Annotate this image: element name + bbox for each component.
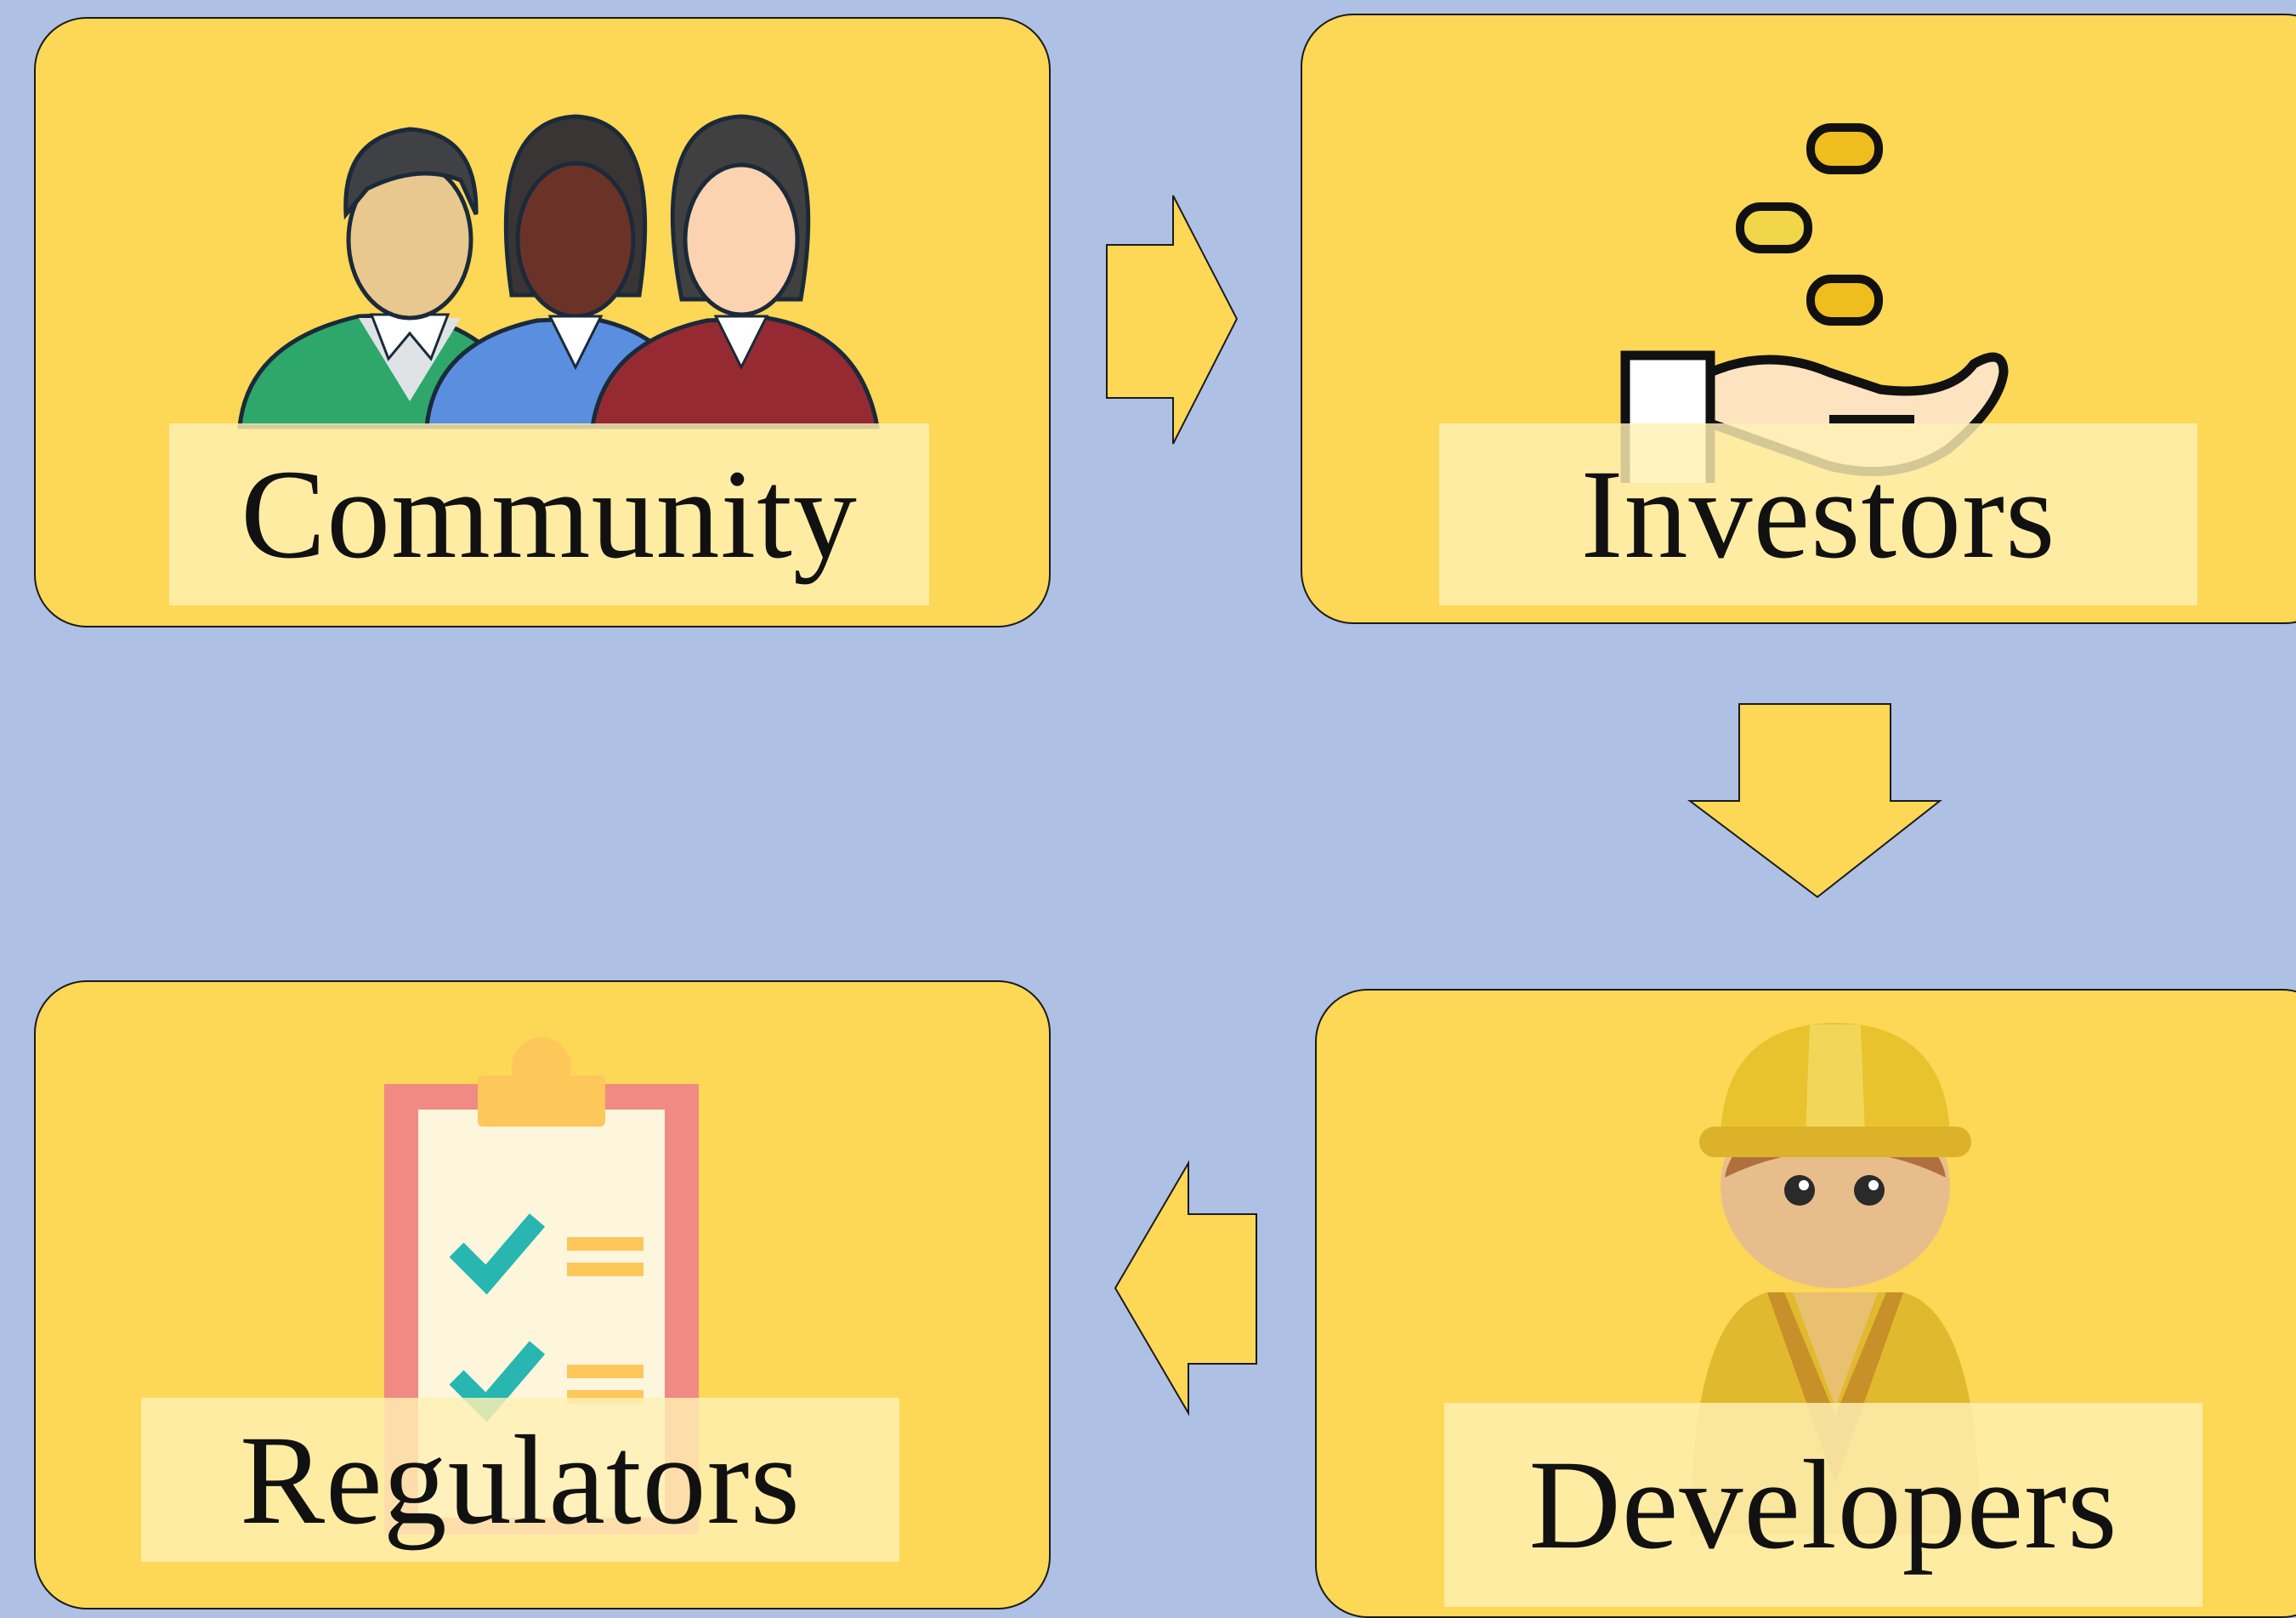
- arrow-investors-to-developers: [1687, 703, 1942, 899]
- developers-label: Developers: [1444, 1403, 2202, 1607]
- people-group-icon: [237, 114, 880, 429]
- investors-node: Investors: [1301, 14, 2296, 624]
- community-label: Community: [169, 423, 929, 605]
- investors-label: Investors: [1439, 423, 2197, 605]
- community-node: Community: [34, 17, 1051, 627]
- arrow-community-to-investors: [1106, 195, 1239, 445]
- arrow-developers-to-regulators: [1114, 1160, 1257, 1416]
- developers-node: Developers: [1315, 989, 2296, 1618]
- regulators-node: Regulators: [34, 980, 1051, 1609]
- regulators-label: Regulators: [141, 1398, 899, 1562]
